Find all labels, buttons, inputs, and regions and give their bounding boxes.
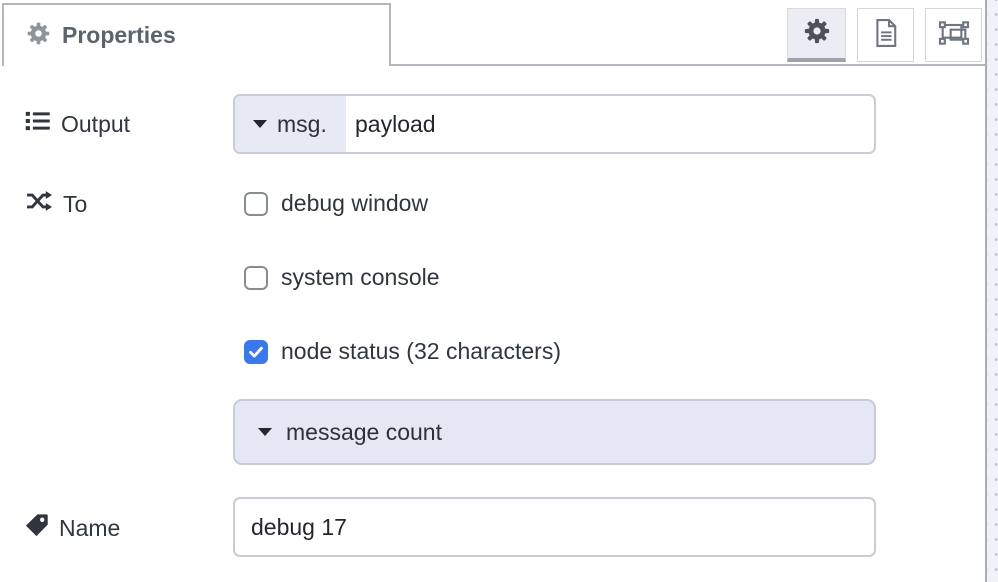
gear-icon [803, 17, 831, 50]
debug-window-label: debug window [281, 190, 429, 216]
output-type-label: msg. [277, 110, 327, 137]
output-label: Output [61, 110, 131, 137]
tab-properties-label: Properties [62, 22, 176, 48]
checkbox-row-system-console[interactable]: system console [244, 264, 440, 291]
name-row-label: Name [24, 512, 120, 544]
name-label: Name [59, 514, 121, 541]
node-status-checkbox[interactable] [244, 339, 268, 364]
output-property-input[interactable] [346, 96, 874, 152]
system-console-checkbox[interactable] [244, 265, 268, 290]
panel-right-border [985, 0, 987, 582]
document-icon [871, 17, 901, 54]
name-input[interactable] [233, 497, 876, 557]
to-row-label: To [24, 188, 87, 220]
tab-bar-divider [391, 64, 985, 66]
chevron-down-icon [253, 120, 267, 128]
gear-icon [26, 21, 51, 51]
chevron-down-icon [258, 428, 272, 436]
node-status-label: node status (32 characters) [281, 338, 561, 364]
appearance-tab-button[interactable] [925, 8, 982, 62]
description-tab-button[interactable] [857, 8, 914, 62]
debug-window-checkbox[interactable] [244, 191, 268, 216]
output-typed-input[interactable]: msg. [233, 94, 876, 154]
output-type-select[interactable]: msg. [235, 96, 346, 152]
checkbox-row-debug-window[interactable]: debug window [244, 190, 428, 217]
properties-tab-button[interactable] [787, 8, 846, 62]
system-console-label: system console [281, 264, 440, 290]
tag-icon [24, 512, 50, 544]
list-icon [24, 107, 52, 141]
workspace-grid-strip [987, 0, 998, 582]
checkbox-row-node-status[interactable]: node status (32 characters) [244, 338, 561, 365]
output-row-label: Output [24, 107, 130, 141]
status-type-dropdown[interactable]: message count [233, 399, 876, 465]
shuffle-icon [24, 188, 54, 220]
check-icon [249, 346, 263, 358]
to-label: To [63, 190, 88, 217]
tab-properties[interactable]: Properties [2, 3, 391, 66]
status-type-value: message count [286, 418, 442, 445]
appearance-icon [938, 18, 970, 53]
